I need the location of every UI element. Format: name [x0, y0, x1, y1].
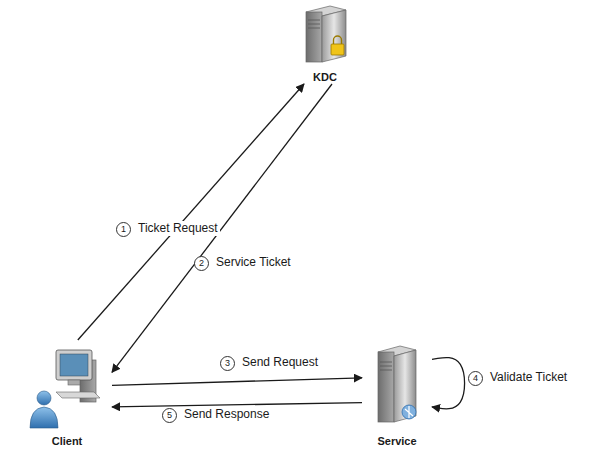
server-node: Client [22, 340, 112, 448]
node-name: Service [375, 435, 418, 448]
server-node: KDC [290, 4, 360, 84]
callout-number: 3 [220, 356, 235, 371]
edge-label: Ticket Request [136, 221, 220, 236]
arrow-connector [432, 358, 465, 409]
node-name: Client [50, 435, 85, 448]
edge-label: Send Response [182, 407, 271, 422]
client-computer-icon [30, 350, 100, 428]
callout-number: 2 [194, 256, 209, 271]
arrow-connector [112, 84, 332, 372]
edge-label: Validate Ticket [488, 370, 569, 385]
edge-label: Service Ticket [214, 255, 293, 270]
service-server-icon [378, 346, 416, 422]
node-name: KDC [311, 71, 339, 84]
callout-number: 4 [468, 371, 483, 386]
arrow-connector [78, 84, 304, 340]
server-node: Service [362, 340, 432, 448]
kdc-server-icon [306, 6, 346, 62]
arrow-connector [112, 378, 362, 386]
callout-number: 5 [162, 408, 177, 423]
edge-label: Send Request [240, 355, 320, 370]
callout-number: 1 [116, 222, 131, 237]
